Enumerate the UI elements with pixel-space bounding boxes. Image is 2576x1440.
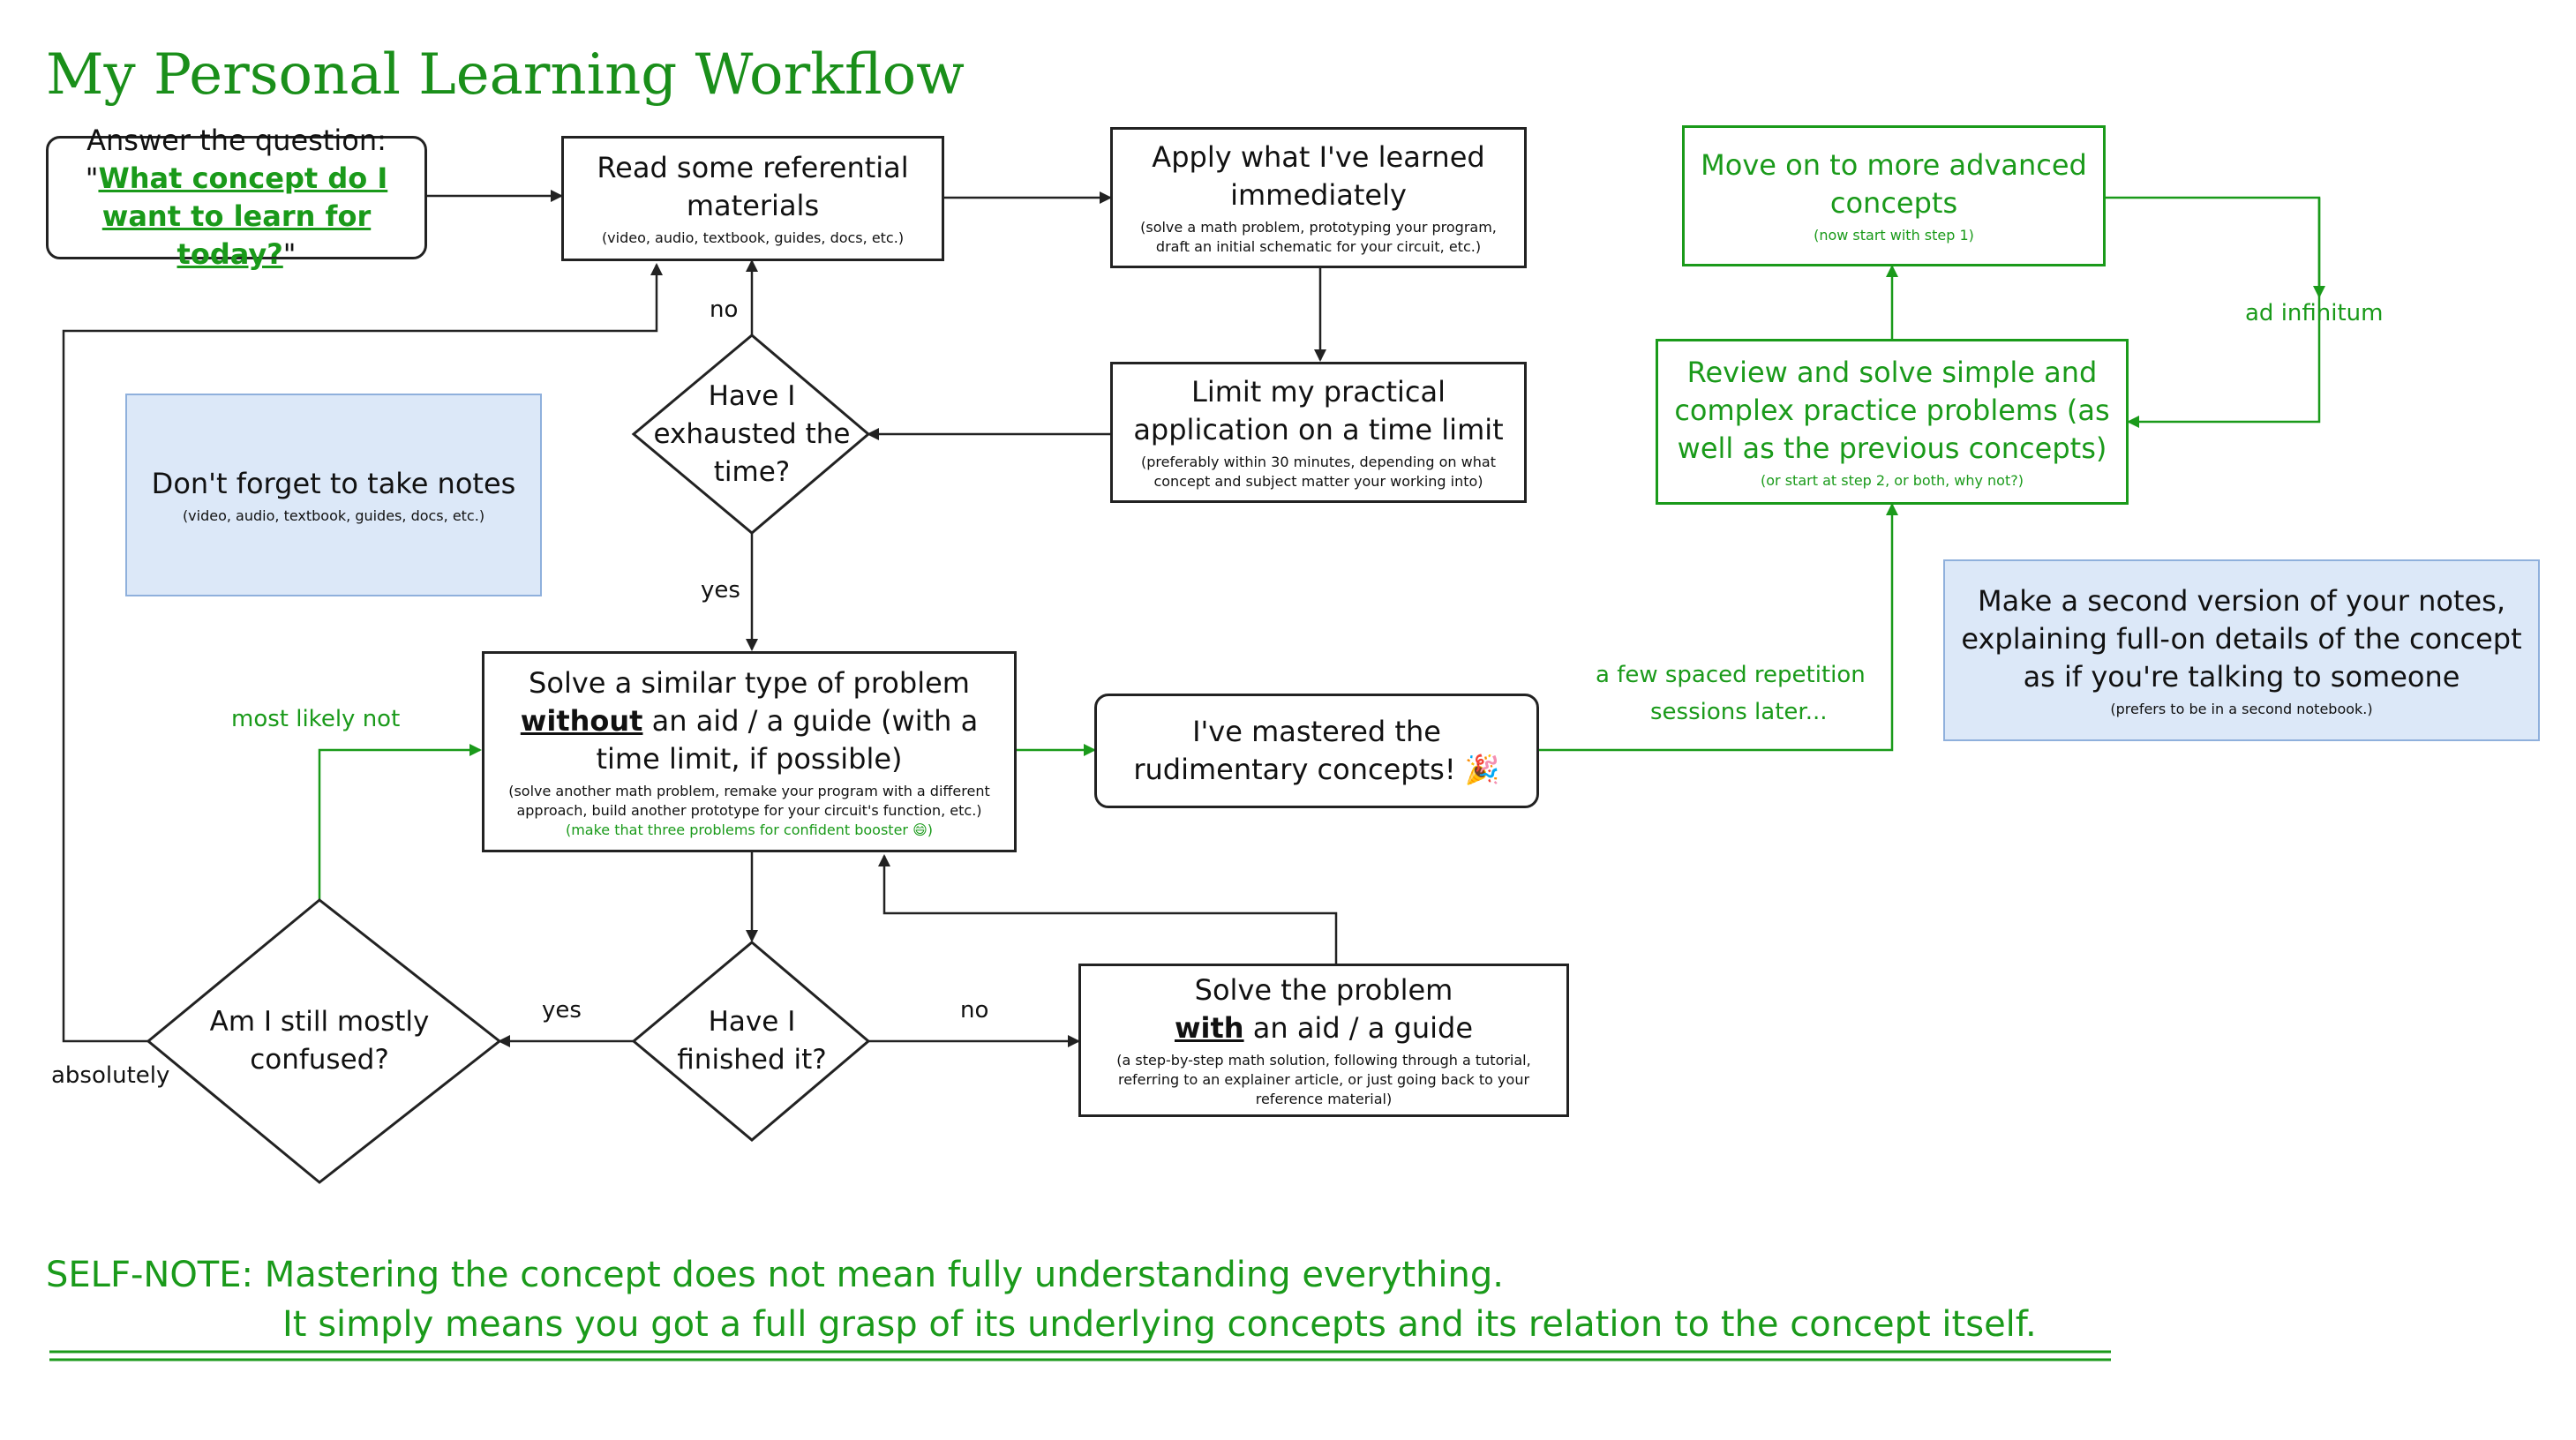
start-prefix: Answer the question: <box>86 124 387 157</box>
time-limit-main: Limit my practical application on a time… <box>1133 375 1504 446</box>
diamond-finished-shape <box>631 941 871 1142</box>
quote-close: " <box>282 237 297 271</box>
start-question-node: Answer the question: "What concept do I … <box>46 124 427 271</box>
apply-node: Apply what I've learned immediately (sol… <box>1110 127 1527 268</box>
edge-label-no-top: no <box>710 296 739 323</box>
second-version-notes-reminder: Make a second version of your notes, exp… <box>1943 559 2540 741</box>
self-note-line-2: It simply means you got a full grasp of … <box>282 1304 2037 1345</box>
exhausted-time-decision: Have I exhausted the time? <box>653 379 851 488</box>
still-confused-decision: Am I still mostly confused? <box>209 1006 430 1076</box>
solve-without-line2-rest: an aid / a guide (with a time limit, if … <box>596 703 979 776</box>
edge-advanced-to-review <box>2106 196 2321 428</box>
diamond-confused-shape <box>146 898 502 1184</box>
second-version-sub: (prefers to be in a second notebook.) <box>2110 700 2373 717</box>
take-notes-sub: (video, audio, textbook, guides, docs, e… <box>182 506 485 524</box>
second-version-main: Make a second version of your notes, exp… <box>1961 583 2522 694</box>
review-practice-node: Review and solve simple and complex prac… <box>1656 339 2129 505</box>
edge-label-spaced-2: sessions later... <box>1650 699 1828 725</box>
apply-sub: (solve a math problem, prototyping your … <box>1140 219 1497 255</box>
edge-label-yes-mid: yes <box>701 577 740 604</box>
solve-without-green-sub: (make that three problems for confident … <box>565 821 934 838</box>
advanced-concepts-sub: (now start with step 1) <box>1814 227 1974 244</box>
solve-without-sub: (solve another math problem, remake your… <box>508 782 990 819</box>
review-practice-sub: (or start at step 2, or both, why not?) <box>1761 471 2024 489</box>
solve-without-line2: without an aid / a guide (with a time li… <box>493 702 1005 778</box>
solve-with-line1: Solve the problem <box>1194 973 1453 1007</box>
mastered-text: I've mastered the rudimentary concepts! … <box>1133 715 1500 786</box>
read-materials-sub: (video, audio, textbook, guides, docs, e… <box>601 229 905 246</box>
quote-open: " <box>85 161 99 195</box>
edge-confused-absolutely-to-read <box>62 263 663 1043</box>
edge-solve-with-to-solve <box>878 854 1338 964</box>
with-emphasis: with <box>1174 1011 1244 1045</box>
page-title: My Personal Learning Workflow <box>46 42 965 108</box>
take-notes-reminder: Don't forget to take notes (video, audio… <box>125 394 542 596</box>
start-question-text: "What concept do I want to learn for tod… <box>57 160 416 274</box>
edge-label-spaced-1: a few spaced repetition <box>1596 662 1866 688</box>
solve-with-line2: with an aid / a guide <box>1175 1009 1473 1047</box>
mastered-node: I've mastered the rudimentary concepts! … <box>1094 694 1539 808</box>
solve-with-sub: (a step-by-step math solution, following… <box>1116 1052 1531 1107</box>
edge-label-absolutely: absolutely <box>51 1062 170 1089</box>
edge-label-no-right: no <box>960 997 989 1024</box>
diamond-exhausted-shape <box>631 334 871 535</box>
time-limit-sub: (preferably within 30 minutes, depending… <box>1141 454 1496 490</box>
finished-decision: Have I finished it? <box>677 1006 827 1076</box>
read-materials-main: Read some referential materials <box>597 151 909 222</box>
advanced-concepts-main: Move on to more advanced concepts <box>1701 148 2087 220</box>
advanced-concepts-node: Move on to more advanced concepts (now s… <box>1682 125 2106 266</box>
edge-mastered-to-review <box>1539 503 1898 752</box>
review-practice-main: Review and solve simple and complex prac… <box>1674 355 2110 465</box>
edge-label-ad-infinitum: ad infinitum <box>2245 300 2384 326</box>
start-question-link[interactable]: What concept do I want to learn for toda… <box>98 161 388 271</box>
apply-main: Apply what I've learned immediately <box>1152 140 1485 212</box>
solve-with-line2-rest: an aid / a guide <box>1243 1011 1474 1045</box>
time-limit-node: Limit my practical application on a time… <box>1110 362 1527 503</box>
self-note-line-1: SELF-NOTE: Mastering the concept does no… <box>46 1255 1504 1295</box>
without-emphasis: without <box>520 703 643 738</box>
edge-label-yes-left: yes <box>542 997 582 1024</box>
edge-confused-to-solve <box>318 744 482 900</box>
take-notes-main: Don't forget to take notes <box>151 466 516 500</box>
solve-without-line1: Solve a similar type of problem <box>529 665 970 700</box>
read-materials-node: Read some referential materials (video, … <box>561 136 944 261</box>
edge-label-most-likely-not: most likely not <box>231 706 401 732</box>
solve-without-aid-node: Solve a similar type of problem without … <box>482 651 1017 852</box>
solve-with-aid-node: Solve the problem with an aid / a guide … <box>1078 964 1569 1117</box>
